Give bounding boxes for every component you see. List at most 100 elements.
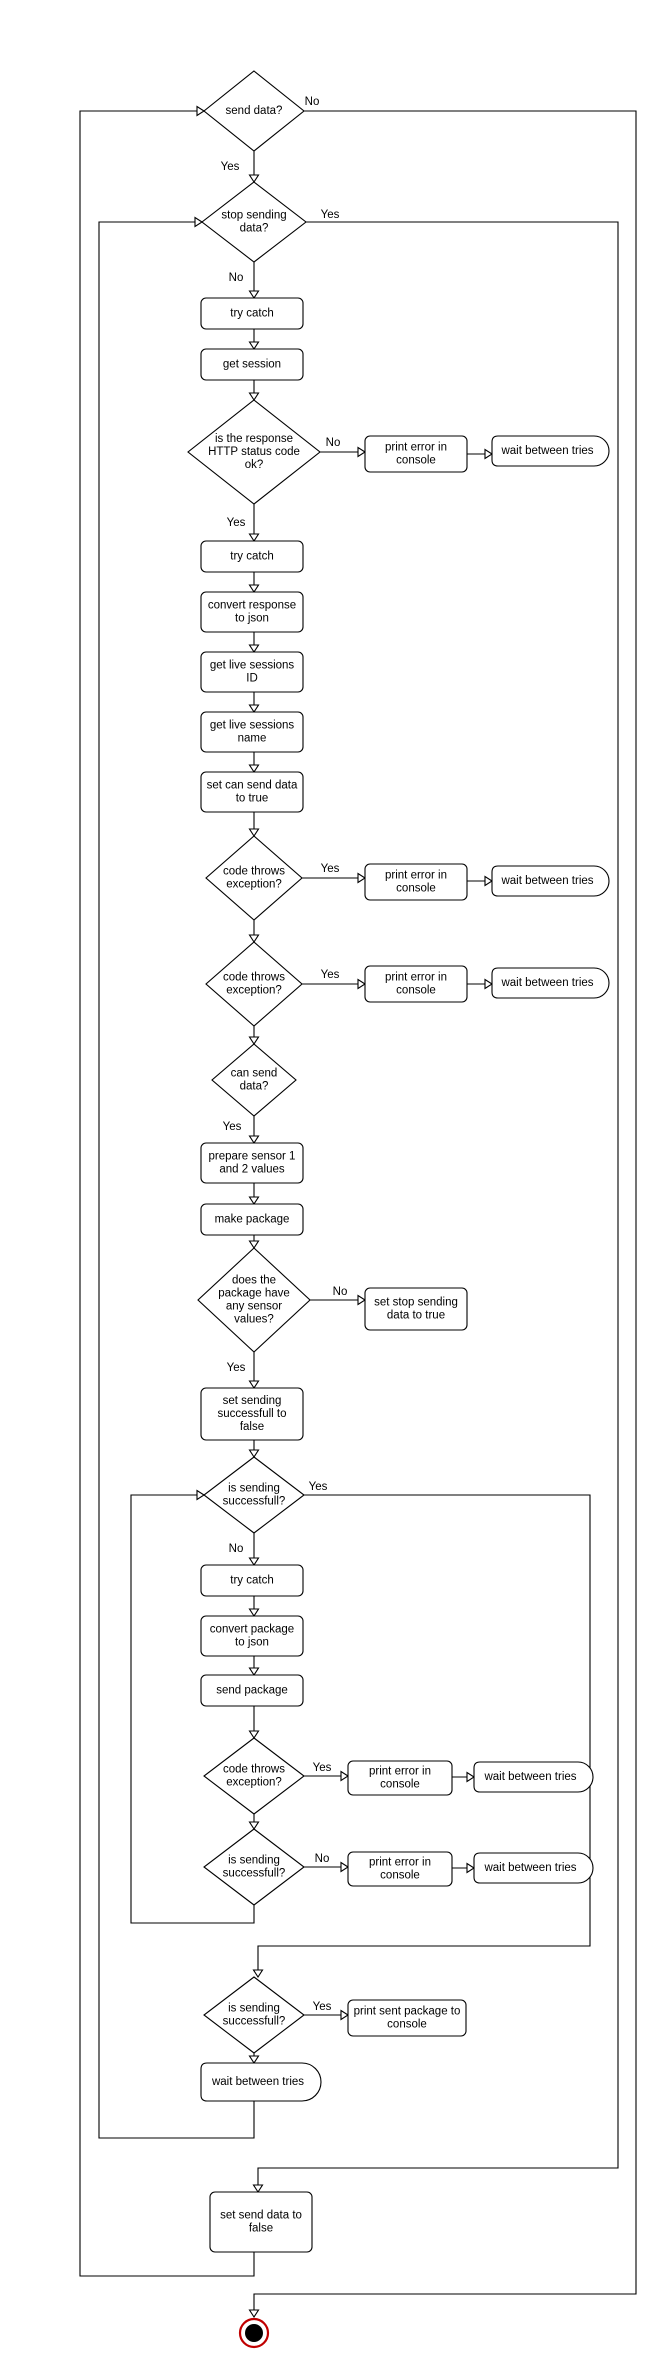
d-exception-3-label: exception? bbox=[226, 1777, 282, 1789]
p-convert-response-label: convert response bbox=[208, 600, 296, 612]
t-wait-1-label: wait between tries bbox=[500, 445, 593, 457]
arrowhead bbox=[248, 1036, 260, 1046]
stop-sending-yes-edge-label: Yes bbox=[321, 209, 340, 221]
p-print-error-1-label: console bbox=[396, 455, 436, 467]
d-exception-1-label: code throws bbox=[223, 866, 285, 878]
arrowhead bbox=[466, 1862, 476, 1874]
arrowhead bbox=[252, 2184, 264, 2194]
t-wait-6-label: wait between tries bbox=[211, 2076, 304, 2088]
p-prepare-sensor-label: prepare sensor 1 bbox=[209, 1151, 296, 1163]
p-print-sent-label: print sent package to bbox=[354, 2006, 461, 2018]
p-set-sending-false-label: successfull to bbox=[217, 1408, 286, 1420]
arrowhead bbox=[248, 341, 260, 351]
p-try-catch-3-process: try catch bbox=[200, 1564, 304, 1597]
arrowhead bbox=[248, 1667, 260, 1677]
t-wait-3-label: wait between tries bbox=[500, 977, 593, 989]
process-box bbox=[200, 771, 304, 813]
process-box bbox=[347, 1851, 453, 1887]
exception-1-yes-edge-label: Yes bbox=[321, 863, 340, 875]
t-wait-3-delay: wait between tries bbox=[491, 967, 610, 999]
d-http-ok-label: ok? bbox=[245, 459, 264, 471]
p-try-catch-1-process: try catch bbox=[200, 297, 304, 330]
p-set-send-false-label: set send data to bbox=[220, 2210, 302, 2222]
arrowhead bbox=[484, 448, 494, 460]
t-wait-5-delay: wait between tries bbox=[473, 1852, 594, 1884]
arrowhead bbox=[248, 1608, 260, 1618]
stop-sending-yes-connector bbox=[257, 221, 619, 2192]
p-set-can-send-label: to true bbox=[236, 793, 269, 805]
delay-shape bbox=[200, 2062, 322, 2102]
send-data-yes-edge-label: Yes bbox=[221, 161, 240, 173]
edge-label-layer: NoYesYesNoNoYesYesYesYesNoYesYesNoYesNoY… bbox=[221, 96, 348, 2013]
p-print-sent-label: console bbox=[387, 2019, 427, 2031]
package-values-no-edge-label: No bbox=[333, 1286, 348, 1298]
decision-diamond bbox=[203, 1456, 305, 1534]
d-sending-success-2-label: is sending bbox=[228, 1855, 280, 1867]
arrowhead bbox=[248, 934, 260, 944]
p-get-live-name-label: get live sessions bbox=[210, 720, 295, 732]
arrowhead bbox=[248, 2309, 260, 2319]
p-try-catch-3-label: try catch bbox=[230, 1575, 273, 1587]
d-sending-success-3-label: successfull? bbox=[223, 2016, 286, 2028]
decision-diamond bbox=[197, 1247, 311, 1353]
p-convert-response-label: to json bbox=[235, 613, 269, 625]
p-get-session-process: get session bbox=[200, 348, 304, 381]
arrowhead bbox=[248, 1449, 260, 1459]
p-convert-package-label: convert package bbox=[210, 1624, 294, 1636]
arrowhead bbox=[357, 872, 367, 884]
arrowhead bbox=[194, 216, 204, 228]
package-values-yes-edge-label: Yes bbox=[227, 1362, 246, 1374]
process-box bbox=[364, 965, 468, 1003]
process-box bbox=[200, 1674, 304, 1707]
arrowhead bbox=[248, 290, 260, 300]
arrowhead bbox=[248, 704, 260, 714]
arrowhead bbox=[248, 1730, 260, 1740]
process-box bbox=[347, 1999, 467, 2037]
t-wait-2-delay: wait between tries bbox=[491, 865, 610, 897]
d-can-send-label: can send bbox=[231, 1068, 278, 1080]
t-wait-4-delay: wait between tries bbox=[473, 1761, 594, 1793]
d-package-values-label: does the bbox=[232, 1275, 276, 1287]
d-http-ok-label: HTTP status code bbox=[208, 446, 300, 458]
p-set-sending-false-label: set sending bbox=[223, 1395, 282, 1407]
arrowhead bbox=[340, 1770, 350, 1782]
delay-shape bbox=[473, 1852, 594, 1884]
p-print-error-4-label: console bbox=[380, 1779, 420, 1791]
arrowhead bbox=[340, 2009, 350, 2021]
d-send-data-label: send data? bbox=[226, 105, 283, 117]
process-box bbox=[200, 348, 304, 381]
process-box bbox=[200, 651, 304, 693]
p-print-error-4-label: print error in bbox=[369, 1766, 431, 1778]
arrowhead bbox=[248, 1380, 260, 1390]
can-send-yes-edge-label: Yes bbox=[223, 1121, 242, 1133]
process-box bbox=[347, 1760, 453, 1796]
delay-shape bbox=[473, 1761, 594, 1793]
d-can-send-label: data? bbox=[240, 1081, 269, 1093]
decision-diamond bbox=[211, 1043, 297, 1117]
sending-success-1-yes-connector bbox=[257, 1494, 591, 1977]
p-try-catch-1-label: try catch bbox=[230, 308, 273, 320]
arrowhead bbox=[248, 828, 260, 838]
process-box bbox=[200, 1203, 304, 1236]
send-data-no-connector bbox=[253, 110, 637, 2317]
d-package-values-label: any sensor bbox=[226, 1301, 282, 1313]
process-box bbox=[209, 2191, 313, 2253]
t-wait-4-label: wait between tries bbox=[483, 1771, 576, 1783]
p-make-package-process: make package bbox=[200, 1203, 304, 1236]
sending-success-2-no-edge-label: No bbox=[315, 1853, 330, 1865]
sending-loop-connector bbox=[130, 1494, 255, 1924]
